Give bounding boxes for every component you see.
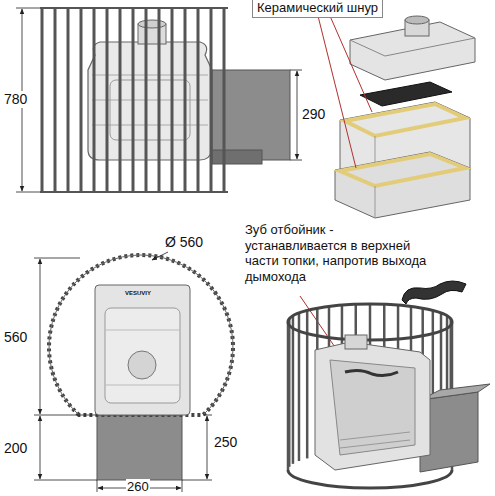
cutaway-view	[288, 304, 490, 488]
dimension-label: 780	[3, 91, 28, 108]
cage-bar	[54, 8, 57, 192]
cage-bar	[158, 8, 161, 192]
cage-bar	[93, 8, 96, 192]
cage-bar	[292, 316, 295, 464]
cage-bar	[145, 8, 148, 192]
cage-bar	[132, 8, 135, 192]
cage-bar	[80, 8, 83, 192]
cage-bar	[197, 8, 200, 192]
cage-bar	[106, 8, 109, 192]
top-view	[34, 252, 233, 492]
cage-bar	[171, 8, 174, 192]
part-label: Керамический шнур	[252, 0, 383, 18]
cage-bar	[41, 8, 44, 192]
exploded-view	[318, 16, 475, 218]
brand-logo: VESUVIY	[124, 290, 152, 297]
cage-bar	[184, 8, 187, 192]
cage-bar	[223, 8, 226, 192]
dimension-label: 290	[301, 106, 326, 123]
cage-bar	[67, 8, 70, 192]
cage-bar	[298, 313, 301, 461]
front-view	[16, 8, 302, 192]
dimension-label: 560	[3, 329, 28, 346]
note-text: Зуб отбойник - устанавливается в верхней…	[244, 222, 438, 284]
deflector-part	[402, 281, 466, 304]
cage-bar	[287, 322, 290, 470]
cage-bar	[119, 8, 122, 192]
cage-bar	[210, 8, 213, 192]
dimension-label: 200	[3, 440, 28, 457]
dimension-label: 250	[213, 434, 238, 451]
dimension-label: 260	[126, 479, 150, 495]
dimension-label: Ø 560	[164, 234, 204, 251]
